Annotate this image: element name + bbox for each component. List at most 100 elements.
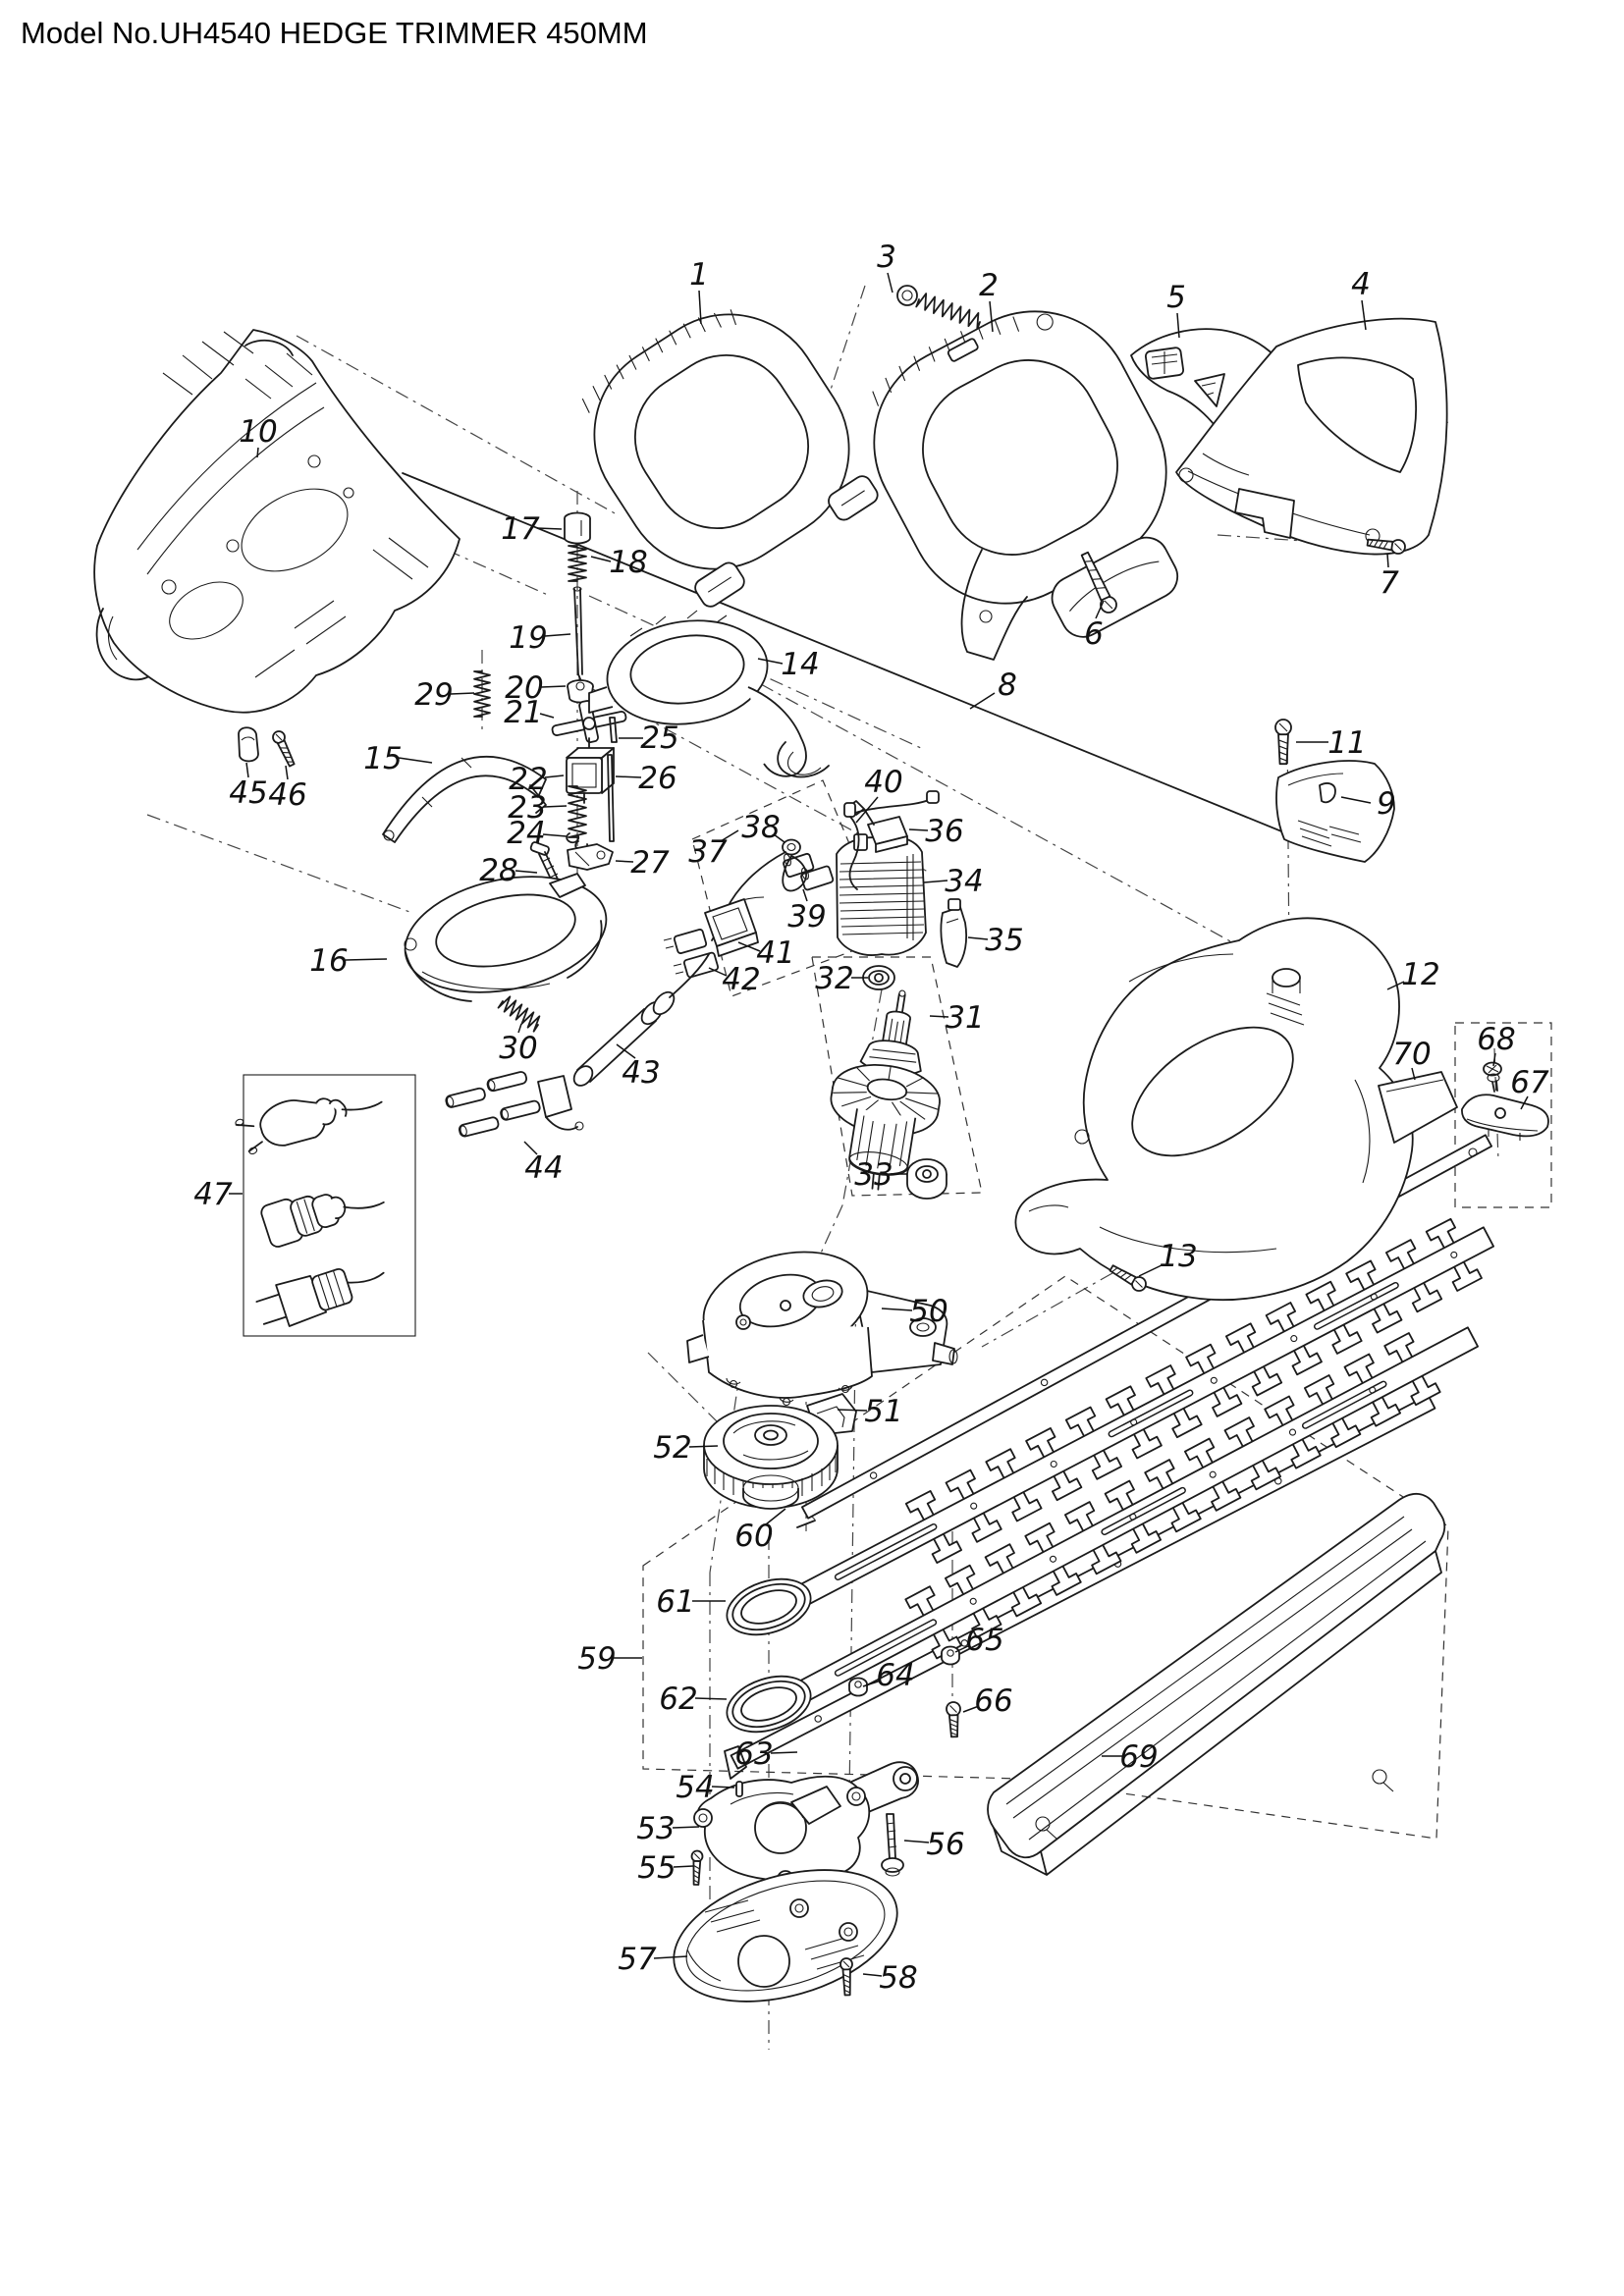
part-label-67: 67 xyxy=(1510,1065,1549,1100)
part-label-58: 58 xyxy=(879,1960,917,1996)
part-label-38: 38 xyxy=(741,810,780,845)
part-32-bearing-upper xyxy=(862,965,895,990)
part-56-bolt xyxy=(881,1813,904,1877)
part-label-31: 31 xyxy=(946,1000,984,1036)
part-label-22: 22 xyxy=(509,762,547,797)
leader-30 xyxy=(517,1023,522,1034)
leader-9 xyxy=(1340,796,1372,804)
part-69-blade-cover xyxy=(987,1493,1446,1876)
part-50-gear-housing xyxy=(686,1251,958,1407)
part-label-44: 44 xyxy=(524,1150,563,1186)
part-58-screw xyxy=(839,1957,853,1997)
part-label-17: 17 xyxy=(501,511,540,547)
part-label-24: 24 xyxy=(507,816,545,851)
part-66-screw xyxy=(946,1701,961,1738)
part-41-switch xyxy=(704,898,759,957)
part-52-gear xyxy=(703,1405,839,1510)
part-61-upper-blade xyxy=(726,1217,1494,1636)
part-label-55: 55 xyxy=(637,1850,676,1886)
leader-29 xyxy=(450,692,475,695)
part-46-screw xyxy=(272,730,296,768)
part-9-top-cover xyxy=(1275,760,1395,863)
leader-44 xyxy=(523,1141,538,1155)
part-label-40: 40 xyxy=(864,765,902,800)
part-68-screw xyxy=(1483,1061,1502,1093)
part-label-27: 27 xyxy=(630,845,670,881)
part-label-30: 30 xyxy=(499,1031,537,1066)
part-43-cord-guard xyxy=(572,953,710,1087)
part-label-61: 61 xyxy=(656,1584,694,1620)
leader-58 xyxy=(862,1973,883,1977)
leader-7 xyxy=(1386,553,1389,568)
leader-28 xyxy=(514,870,538,874)
part-1-front-handle xyxy=(581,309,879,608)
part-label-3: 3 xyxy=(877,240,896,275)
leader-22 xyxy=(544,774,565,778)
part-label-36: 36 xyxy=(925,814,963,849)
part-label-39: 39 xyxy=(787,899,826,934)
part-label-68: 68 xyxy=(1477,1022,1515,1057)
part-label-15: 15 xyxy=(363,741,402,776)
part-6-screw xyxy=(1080,551,1117,614)
leader-12 xyxy=(1386,981,1405,990)
part-13-screw xyxy=(1109,1264,1147,1292)
part-label-18: 18 xyxy=(609,545,647,580)
blade-group-box xyxy=(642,1275,1449,1840)
part-35-brush-holder xyxy=(940,898,968,968)
leader-35 xyxy=(967,936,989,940)
leader-63 xyxy=(770,1751,798,1754)
leader-2 xyxy=(989,300,994,333)
part-29-spring xyxy=(473,670,491,718)
leader-18 xyxy=(590,556,612,562)
leader-45 xyxy=(245,762,249,778)
part-label-20: 20 xyxy=(505,670,543,706)
part-label-8: 8 xyxy=(998,667,1017,703)
part-18-spring xyxy=(568,545,587,582)
leader-70 xyxy=(1411,1067,1416,1081)
part-10-housing-set xyxy=(93,329,460,714)
part-label-16: 16 xyxy=(309,943,348,979)
leader-lines xyxy=(229,272,1529,1977)
part-3-screw-and-spring xyxy=(896,285,981,331)
part-47-cord-set xyxy=(235,1074,416,1337)
leader-53 xyxy=(672,1826,700,1829)
part-label-57: 57 xyxy=(618,1942,657,1977)
leader-1 xyxy=(698,290,702,325)
part-label-41: 41 xyxy=(756,935,794,971)
part-label-54: 54 xyxy=(676,1770,714,1805)
part-label-23: 23 xyxy=(508,790,546,826)
part-label-2: 2 xyxy=(979,268,999,303)
leader-55 xyxy=(673,1865,694,1868)
part-15-handle-cover xyxy=(382,756,547,843)
leader-20 xyxy=(540,685,567,688)
part-53-crank-cover xyxy=(693,1761,919,1888)
part-62-lower-blade xyxy=(726,1326,1479,1734)
part-label-51: 51 xyxy=(864,1394,902,1429)
part-8-rear-housing xyxy=(1014,917,1414,1301)
leader-5 xyxy=(1176,312,1180,339)
leader-41 xyxy=(737,941,761,952)
part-25-pin-short xyxy=(609,717,618,743)
part-label-25: 25 xyxy=(640,721,678,756)
leader-3 xyxy=(887,272,893,294)
part-17-cap xyxy=(564,511,591,545)
part-label-13: 13 xyxy=(1159,1239,1197,1274)
part-30-spring xyxy=(497,995,541,1033)
leader-4 xyxy=(1361,299,1367,331)
leader-68 xyxy=(1492,1052,1496,1067)
part-label-45: 45 xyxy=(229,775,267,811)
leader-6 xyxy=(1095,600,1105,619)
part-label-46: 46 xyxy=(268,777,306,813)
leader-54 xyxy=(711,1786,735,1789)
part-label-29: 29 xyxy=(414,677,453,713)
leader-23 xyxy=(543,805,568,808)
part-label-6: 6 xyxy=(1084,616,1104,652)
part-42-terminals xyxy=(663,929,720,979)
leader-57 xyxy=(653,1955,688,1959)
part-label-34: 34 xyxy=(945,864,983,899)
part-36-contact xyxy=(847,800,908,853)
leader-19 xyxy=(544,633,571,637)
leader-64 xyxy=(862,1680,882,1687)
